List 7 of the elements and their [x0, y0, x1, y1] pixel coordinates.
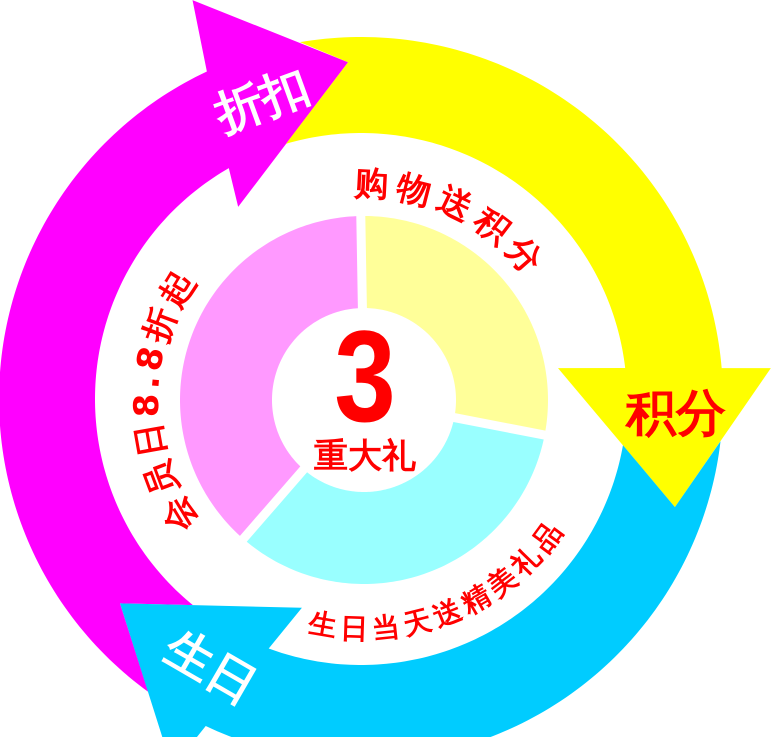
curved-label: 购物送积分 — [353, 163, 555, 286]
band-label: 积分 — [626, 388, 726, 438]
center-label: 重大礼 — [314, 439, 416, 473]
curved-label: 生日当天送精美礼品 — [306, 512, 572, 646]
big-number: 3 — [334, 330, 396, 424]
band-label: 折扣 — [208, 61, 316, 139]
band-label: 生日 — [157, 622, 265, 712]
